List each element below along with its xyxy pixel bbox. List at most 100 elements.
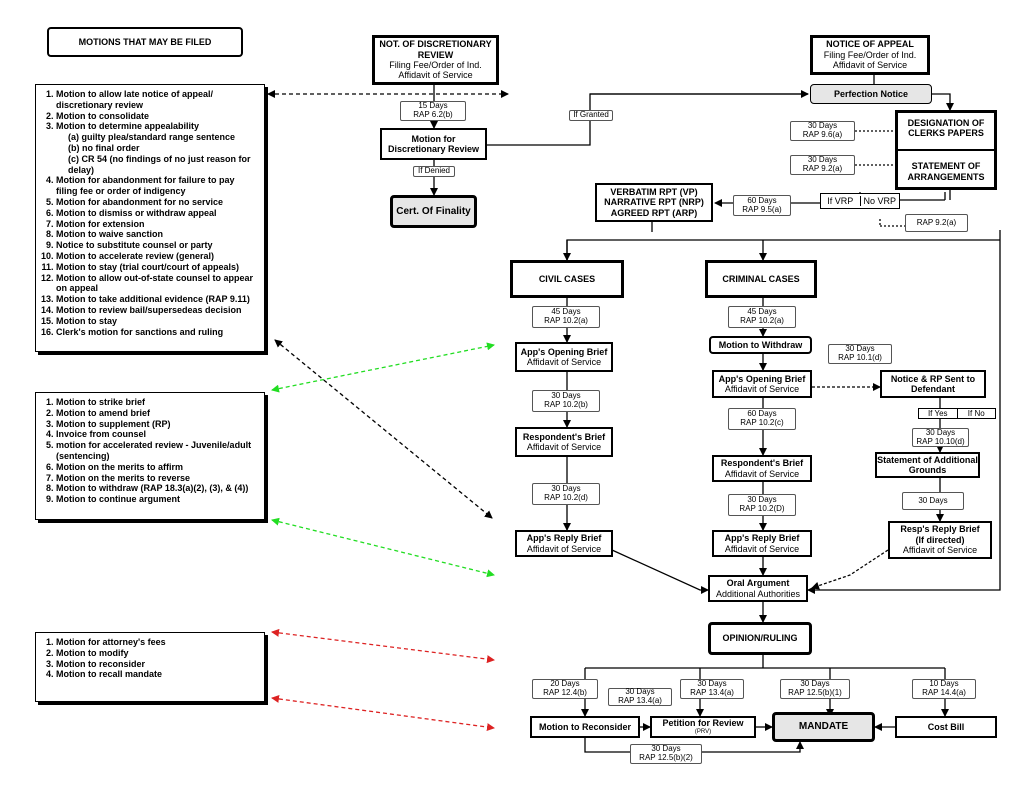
- list-item: Motion to supplement (RP): [56, 419, 258, 430]
- label-30-days-134a-a: 30 Days RAP 13.4(a): [608, 687, 672, 706]
- list-item: Motion to stay (trial court/court of app…: [56, 262, 258, 273]
- label-days: 30 Days: [807, 121, 838, 131]
- criminal-opening-brief: App's Opening Brief Affidavit of Service: [712, 370, 812, 398]
- list-item: Clerk's motion for sanctions and ruling: [56, 327, 258, 338]
- label-civil-30-days-b: 30 Days RAP 10.2(b): [532, 390, 600, 412]
- label-days: 30 Days: [625, 687, 655, 697]
- label-days: 30 Days: [551, 391, 581, 401]
- label-rap: RAP 13.4(a): [618, 696, 662, 705]
- label-criminal-45-days: 45 Days RAP 10.2(a): [728, 306, 796, 328]
- label-days: 60 Days: [747, 409, 777, 419]
- label-30-days-96a: 30 Days RAP 9.6(a): [790, 121, 855, 141]
- motion-to-reconsider: Motion to Reconsider: [530, 716, 640, 738]
- label-days: 45 Days: [747, 307, 777, 317]
- list-item: Motion on the merits to affirm: [56, 462, 258, 473]
- list-item: Motion for abandonment for no service: [56, 197, 258, 208]
- vrp-choice: If VRP No VRP: [820, 193, 900, 209]
- list-item: Motion to modify: [56, 648, 258, 659]
- list-item: Motion for abandonment for failure to pa…: [56, 175, 258, 197]
- label-days: 30 Days: [925, 427, 956, 437]
- node-title: Statement of Additional Grounds: [877, 454, 978, 475]
- label-20-days: 20 Days RAP 12.4(b): [532, 679, 598, 699]
- label-days: 30 Days: [651, 744, 681, 754]
- label-days: 20 Days: [550, 679, 580, 689]
- node-line: Affidavit of Service: [526, 442, 602, 452]
- node-title: Motion for Discretionary Review: [387, 133, 480, 154]
- node-title: Notice & RP Sent to Defendant: [890, 373, 976, 394]
- resp-reply-brief: Resp's Reply Brief (If directed) Affidav…: [888, 521, 992, 559]
- list-subitem: (b) no final order: [68, 142, 140, 153]
- node-line: Affidavit of Service: [724, 543, 800, 554]
- node-line: Filing Fee/Order of Ind.: [823, 49, 917, 60]
- mandate: MANDATE: [772, 712, 875, 742]
- label-rap: RAP 10.2(D): [739, 504, 785, 513]
- list-item: Motion for attorney's fees: [56, 637, 258, 648]
- if-no: If No: [967, 408, 985, 418]
- label-rap-92a: RAP 9.2(a): [905, 214, 968, 232]
- perfection-notice: Perfection Notice: [810, 84, 932, 104]
- label-rap: RAP 13.4(a): [690, 688, 734, 697]
- node-line: AGREED RPT (ARP): [610, 207, 698, 218]
- label-days: 30 Days: [918, 495, 948, 505]
- node-line: Affidavit of Service: [526, 543, 602, 554]
- label-60-days: 60 Days RAP 9.5(a): [733, 195, 791, 216]
- list-item: Motion to continue argument: [56, 494, 258, 505]
- label-rap: RAP 10.1(d): [838, 353, 882, 362]
- list-item: Motion to determine appealability (a) gu…: [56, 121, 258, 175]
- label-rap: RAP 10.10(d): [916, 436, 965, 446]
- node-line: Affidavit of Service: [398, 70, 473, 81]
- label-rap: RAP 9.5(a): [742, 204, 782, 214]
- node-title: App's Reply Brief: [526, 533, 602, 544]
- label-civil-45-days: 45 Days RAP 10.2(a): [532, 306, 600, 328]
- label-days: 60 Days: [747, 195, 777, 205]
- list-item-text: Motion to determine appealability: [56, 121, 200, 132]
- node-title: CIVIL CASES: [538, 273, 596, 284]
- node-line: VERBATIM RPT (VP): [610, 186, 698, 197]
- notice-discretionary-review: NOT. OF DISCRETIONARY REVIEW Filing Fee/…: [372, 35, 499, 85]
- node-line: Filing Fee/Order of Ind.: [389, 60, 482, 70]
- list-item: Motion on the merits to reverse: [56, 473, 258, 484]
- list-item: Motion for extension: [56, 219, 258, 230]
- node-title: NOT. OF DISCRETIONARY REVIEW: [379, 39, 492, 60]
- if-yes: If Yes: [919, 408, 958, 419]
- motions-list-post-decision: Motion for attorney's fees Motion to mod…: [35, 632, 265, 702]
- civil-reply-brief: App's Reply Brief Affidavit of Service: [515, 530, 613, 557]
- node-line: (PRV): [694, 728, 712, 735]
- label-days: 15 Days: [418, 101, 448, 111]
- label-criminal-30-days-d: 30 Days RAP 10.2(D): [728, 494, 796, 516]
- criminal-reply-brief: App's Reply Brief Affidavit of Service: [712, 530, 812, 557]
- list-item: Motion to reconsider: [56, 659, 258, 670]
- label-rap: RAP 9.2(a): [802, 164, 843, 173]
- node-line: NARRATIVE RPT (NRP): [604, 197, 704, 208]
- oral-argument: Oral Argument Additional Authorities: [708, 575, 808, 602]
- label-30-days-125b1: 30 Days RAP 12.5(b)(1): [780, 679, 850, 699]
- node-title: OPINION/RULING: [722, 633, 798, 644]
- list-item: motion for accelerated review - Juvenile…: [56, 440, 258, 462]
- label-civil-30-days-d: 30 Days RAP 10.2(d): [532, 483, 600, 505]
- statement-of-arrangements: STATEMENT OF ARRANGEMENTS: [907, 161, 985, 182]
- list-item: Notice to substitute counsel or party: [56, 240, 258, 251]
- list-item: Motion to amend brief: [56, 408, 258, 419]
- civil-respondents-brief: Respondent's Brief Affidavit of Service: [515, 427, 613, 457]
- list-item: Motion to dismiss or withdraw appeal: [56, 208, 258, 219]
- node-title: Motion to Withdraw: [718, 339, 803, 350]
- node-title: Oral Argument: [726, 578, 790, 589]
- list-item: Motion to waive sanction: [56, 229, 258, 240]
- label-rap: RAP 10.2(b): [544, 400, 588, 409]
- label-days: 45 Days: [551, 307, 581, 317]
- label-rap: RAP 14.4(a): [922, 688, 966, 697]
- label-30-days-92a: 30 Days RAP 9.2(a): [790, 155, 855, 175]
- node-title: Perfection Notice: [833, 88, 909, 99]
- label-rap: RAP 9.6(a): [802, 130, 843, 139]
- notice-rp-sent: Notice & RP Sent to Defendant: [880, 370, 986, 398]
- list-item: Motion to recall mandate: [56, 669, 258, 680]
- node-title: CRIMINAL CASES: [722, 273, 800, 284]
- label-rap: RAP 12.5(b)(2): [639, 753, 693, 762]
- list-item: Motion to accelerate review (general): [56, 251, 258, 262]
- node-title: Petition for Review: [662, 718, 744, 729]
- list-item: Motion to withdraw (RAP 18.3(a)(2), (3),…: [56, 483, 258, 494]
- certificate-of-finality: Cert. Of Finality: [390, 195, 477, 228]
- node-title: Cost Bill: [927, 721, 965, 732]
- node-title: Respondent's Brief: [522, 431, 606, 442]
- motions-list-general: Motion to allow late notice of appeal/ d…: [35, 84, 265, 352]
